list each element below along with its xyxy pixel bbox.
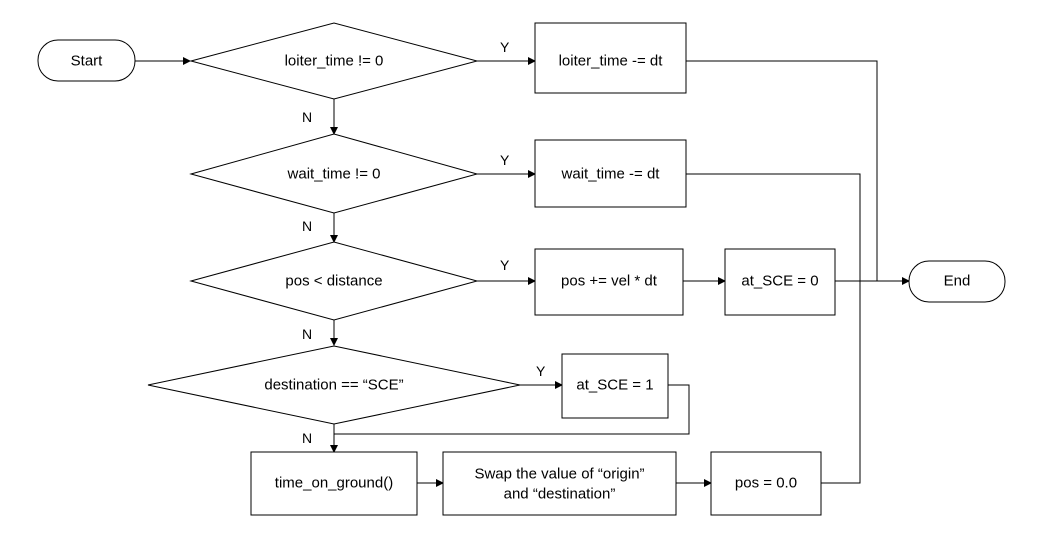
process-at-sce-zero-label: at_SCE = 0	[741, 273, 818, 290]
end-label: End	[944, 273, 971, 290]
process-pos-reset: pos = 0.0	[710, 451, 822, 516]
start-terminal: Start	[37, 39, 136, 82]
process-loiter-decrement-label: loiter_time -= dt	[559, 53, 664, 70]
decision-wait-time-label: wait_time != 0	[287, 166, 381, 183]
connectors	[135, 57, 910, 487]
process-pos-update: pos += vel * dt	[534, 248, 684, 316]
edge-loiterdec-to-bus	[686, 60, 878, 281]
end-terminal: End	[908, 260, 1006, 303]
process-at-sce-one-label: at_SCE = 1	[576, 377, 653, 394]
decision-pos-distance: pos < distance	[189, 241, 479, 321]
decision-wait-time: wait_time != 0	[189, 133, 479, 214]
process-time-on-ground-label: time_on_ground()	[275, 475, 393, 492]
process-pos-update-label: pos += vel * dt	[561, 273, 658, 290]
decision-loiter-time-label: loiter_time != 0	[285, 53, 384, 70]
edge-waitdec-to-bus	[686, 173, 861, 281]
process-wait-decrement-label: wait_time -= dt	[561, 166, 661, 183]
edge-posreset-to-bus	[821, 281, 861, 484]
label-wait-no: N	[302, 218, 312, 234]
label-loiter-yes: Y	[500, 39, 510, 55]
start-label: Start	[71, 53, 104, 70]
label-pos-no: N	[302, 326, 312, 342]
process-wait-decrement: wait_time -= dt	[534, 139, 687, 208]
process-time-on-ground: time_on_ground()	[250, 451, 418, 516]
edge-atsce1-merge	[334, 384, 690, 435]
process-swap-label-line1: Swap the value of “origin”	[474, 466, 644, 483]
decision-destination-label: destination == “SCE”	[264, 377, 403, 394]
edge-labels: Y N Y N Y N Y N	[302, 39, 546, 446]
process-swap-label-line2: and “destination”	[504, 486, 616, 503]
decision-destination: destination == “SCE”	[147, 345, 521, 425]
label-dest-yes: Y	[536, 363, 546, 379]
process-loiter-decrement: loiter_time -= dt	[534, 22, 687, 94]
process-swap-origin-destination: Swap the value of “origin” and “destinat…	[442, 451, 677, 516]
label-wait-yes: Y	[500, 152, 510, 168]
label-loiter-no: N	[302, 109, 312, 125]
process-at-sce-zero: at_SCE = 0	[724, 248, 836, 316]
label-pos-yes: Y	[500, 257, 510, 273]
decision-pos-distance-label: pos < distance	[285, 273, 382, 290]
process-at-sce-one: at_SCE = 1	[561, 353, 669, 419]
process-pos-reset-label: pos = 0.0	[735, 475, 797, 492]
decision-loiter-time: loiter_time != 0	[189, 22, 479, 100]
label-dest-no: N	[302, 430, 312, 446]
